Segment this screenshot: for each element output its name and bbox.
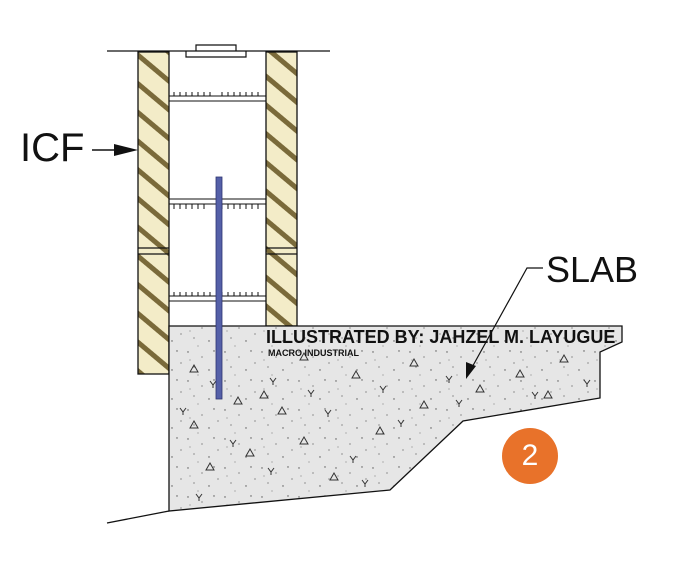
icf-label: ICF	[20, 126, 85, 170]
top-form-edge	[107, 44, 330, 58]
arrow-right-icon	[92, 144, 138, 156]
company-credit: MACRO INDUSTRIAL	[268, 348, 359, 358]
concrete-slab	[106, 325, 623, 524]
icf-left-panel	[137, 51, 170, 375]
rebar	[215, 176, 223, 400]
slab-label: SLAB	[546, 249, 639, 290]
step-number-badge: 2	[502, 428, 558, 484]
icf-right-panel	[265, 51, 298, 327]
aggregate-marks	[179, 351, 591, 501]
illustrator-credit: ILLUSTRATED BY: JAHZEL M. LAYUGUE	[266, 327, 616, 347]
leader-line-icon	[466, 267, 543, 379]
